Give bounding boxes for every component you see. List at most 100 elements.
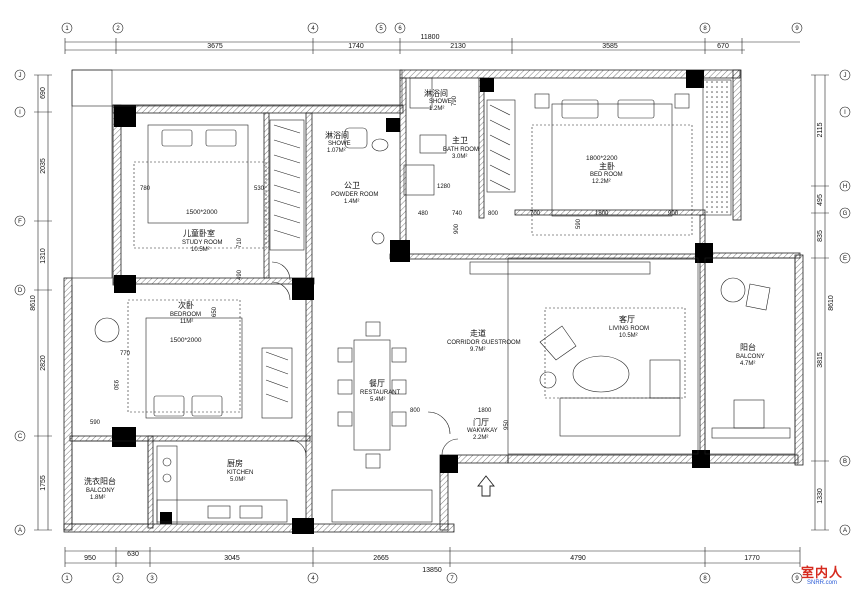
svg-text:F: F: [18, 219, 22, 225]
kitchen-area: 5.0M²: [230, 477, 245, 483]
svg-text:A: A: [18, 528, 22, 534]
svg-text:700: 700: [530, 211, 541, 217]
entry-area: 2.2M²: [473, 435, 488, 441]
powder-en: POWDER ROOM: [331, 192, 378, 198]
dim-bottom-3: 3045: [224, 555, 240, 562]
balcony-cn: 阳台: [740, 342, 756, 352]
dim-left-4: 2820: [40, 355, 47, 371]
dim-right-5: 1330: [817, 488, 824, 504]
bedroom2-en: BEDROOM: [170, 312, 201, 318]
svg-text:1800: 1800: [595, 211, 609, 217]
svg-text:C: C: [18, 434, 23, 440]
restaurant-en: RESTAURANT: [360, 390, 401, 396]
study-area: 10.5M²: [191, 247, 210, 253]
site-logo: 室内人 SNRR.com: [801, 567, 843, 586]
tv-cabinet: [469, 261, 651, 275]
bedroom2-area: 11M²: [180, 319, 193, 325]
svg-text:710: 710: [237, 237, 243, 248]
svg-text:1800: 1800: [478, 408, 492, 414]
master-bath-cn: 主卫: [452, 135, 468, 145]
axis-labels: 1 2 4 5 6 8 9 1 2 3 4 7 8 9 J I F D C A …: [18, 26, 848, 582]
svg-text:790: 790: [452, 95, 458, 106]
dim-right-total: 8610: [828, 295, 835, 311]
svg-text:9: 9: [795, 26, 799, 32]
master-shower-area: 1.2M²: [429, 106, 444, 112]
svg-text:4: 4: [311, 26, 315, 32]
kitchen-cn: 厨房: [227, 458, 243, 468]
svg-text:A: A: [843, 528, 847, 534]
master-shower-en: SHOWE: [429, 99, 452, 105]
master-bath-area: 3.0M²: [452, 154, 467, 160]
master-bath-en: BATH ROOM: [443, 147, 479, 153]
svg-text:D: D: [18, 288, 23, 294]
dimension-texts: 11800 3675 1740 2130 3585 670 950 630 30…: [30, 34, 835, 574]
logo-name: 室内人: [800, 566, 843, 581]
svg-text:I: I: [19, 110, 21, 116]
entry-arrow-icon: [477, 475, 495, 497]
entry-cn: 门厅: [473, 417, 489, 427]
walls: [63, 69, 804, 534]
laundry-area: 1.8M²: [90, 495, 105, 501]
svg-text:950: 950: [504, 419, 510, 430]
room-labels: 淋浴间 SHOWE 1.2M² 主卫 BATH ROOM 3.0M² 1800*…: [84, 88, 765, 501]
svg-text:590: 590: [576, 218, 582, 229]
study-bed: [147, 124, 249, 224]
svg-text:780: 780: [140, 186, 151, 192]
balcony-area: 4.7M²: [740, 361, 755, 367]
laundry-cn: 洗衣阳台: [84, 476, 116, 486]
kitchen-en: KITCHEN: [227, 470, 253, 476]
restaurant-cn: 餐厅: [369, 379, 385, 388]
shower2-area: 1.07M²: [327, 148, 346, 154]
svg-text:2: 2: [116, 26, 120, 32]
svg-text:800: 800: [488, 211, 499, 217]
master-bed-cn: 主卧: [599, 161, 615, 171]
dim-top-total: 11800: [421, 34, 440, 41]
svg-text:770: 770: [120, 351, 131, 357]
dim-top-1: 3675: [207, 43, 223, 50]
study-en: STUDY ROOM: [182, 240, 223, 246]
svg-text:900: 900: [454, 223, 460, 234]
svg-text:7: 7: [450, 576, 454, 582]
living-area: 10.5M²: [619, 333, 638, 339]
svg-text:4: 4: [311, 576, 315, 582]
dim-top-5: 670: [717, 43, 729, 50]
dim-left-2: 2035: [40, 158, 47, 174]
bedroom2-bed: [145, 317, 243, 419]
inner-dimension-labels: 790 1280 480 740 800 700 1800 900 590 90…: [90, 95, 679, 430]
dim-right-4: 3815: [817, 352, 824, 368]
svg-text:800: 800: [410, 408, 421, 414]
master-bed-area: 12.2M²: [592, 179, 611, 185]
svg-text:8: 8: [703, 576, 707, 582]
svg-text:8: 8: [703, 26, 707, 32]
svg-text:3: 3: [150, 576, 154, 582]
svg-text:740: 740: [452, 211, 463, 217]
coffee-table: [572, 355, 630, 393]
kitchen-counter: [156, 445, 178, 525]
dim-bottom-5: 4790: [570, 555, 586, 562]
sofa: [559, 397, 681, 437]
dimension-lines: [34, 38, 829, 567]
dim-right-1: 2115: [817, 122, 824, 137]
svg-text:530: 530: [254, 186, 265, 192]
bedroom2-bed-size: 1500*2000: [170, 337, 202, 344]
balcony-en: BALCONY: [736, 354, 765, 360]
dim-left-5: 1755: [40, 475, 47, 491]
svg-text:J: J: [19, 73, 22, 79]
svg-text:590: 590: [90, 420, 101, 426]
dim-top-4: 3585: [602, 43, 618, 50]
svg-text:5: 5: [379, 26, 383, 32]
furniture: [94, 77, 791, 525]
svg-text:I: I: [844, 110, 846, 116]
svg-text:E: E: [843, 256, 847, 262]
corridor-cn: 走道: [470, 328, 486, 338]
dim-bottom-1: 950: [84, 555, 96, 562]
dim-right-2: 495: [817, 194, 824, 206]
master-wardrobe: [486, 99, 516, 193]
svg-text:1280: 1280: [437, 184, 451, 190]
dim-left-total: 8610: [30, 295, 37, 311]
study-cn: 儿童卧室: [183, 228, 215, 238]
bedroom2-cn: 次卧: [178, 300, 194, 310]
svg-text:1: 1: [65, 26, 69, 32]
corridor-en: CORRIDOR GUESTROOM: [447, 340, 521, 346]
